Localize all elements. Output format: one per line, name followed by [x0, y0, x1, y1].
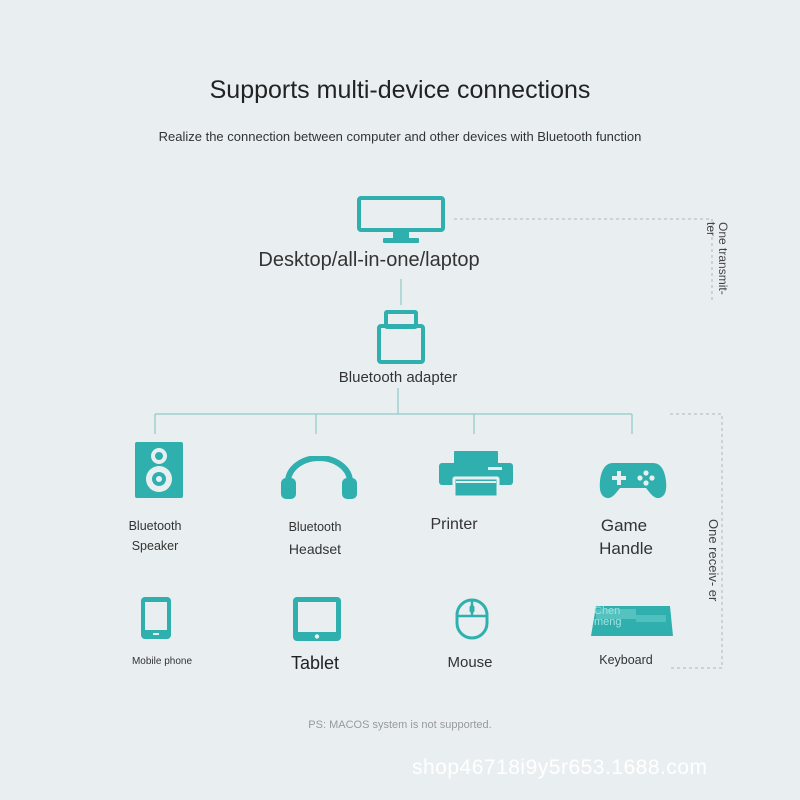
transmitter-label: One transmit- ter — [704, 222, 730, 295]
receiver-label: One receiv- er — [706, 519, 721, 602]
speaker-label-line2: Speaker — [131, 539, 179, 553]
tablet-label: Tablet — [290, 653, 340, 673]
keyboard-icon: Chen meng — [590, 605, 674, 637]
gamepad-icon — [599, 461, 667, 499]
speaker-label-line1: Bluetooth — [128, 519, 182, 533]
gamepad-label: Game Handle — [566, 514, 686, 560]
gamepad-label-line1: Game — [600, 516, 648, 535]
transmitter-bracket — [454, 218, 713, 303]
headset-icon — [280, 456, 358, 500]
printer-label: Printer — [430, 516, 478, 533]
mobile-phone-label: Mobile phone — [131, 656, 193, 667]
headset-label-line1: Bluetooth — [288, 520, 342, 534]
phone-icon — [140, 596, 172, 640]
monitor-icon — [357, 196, 445, 248]
gamepad-label-line2: Handle — [599, 539, 653, 558]
speaker-icon — [134, 441, 184, 499]
keyboard-icon-text: Chen meng — [594, 605, 622, 628]
page-subtitle: Realize the connection between computer … — [158, 129, 642, 144]
receiver-bracket — [670, 413, 723, 669]
adapter-label: Bluetooth adapter — [338, 369, 458, 386]
headset-label-line2: Headset — [288, 541, 342, 557]
tablet-icon — [292, 596, 342, 642]
mouse-icon — [455, 598, 489, 640]
speaker-label: Bluetooth Speaker — [95, 516, 215, 556]
mouse-label: Mouse — [447, 654, 493, 671]
computer-label: Desktop/all-in-one/laptop — [258, 249, 480, 271]
printer-icon — [438, 450, 514, 498]
headset-label: Bluetooth Headset — [255, 516, 375, 560]
keyboard-label: Keyboard — [599, 653, 653, 667]
usb-adapter-icon — [376, 309, 426, 365]
shop-watermark: shop46718i9y5r653.1688.com — [412, 756, 708, 779]
page-title: Supports multi-device connections — [209, 76, 591, 104]
macos-note: PS: MACOS system is not supported. — [308, 719, 492, 731]
